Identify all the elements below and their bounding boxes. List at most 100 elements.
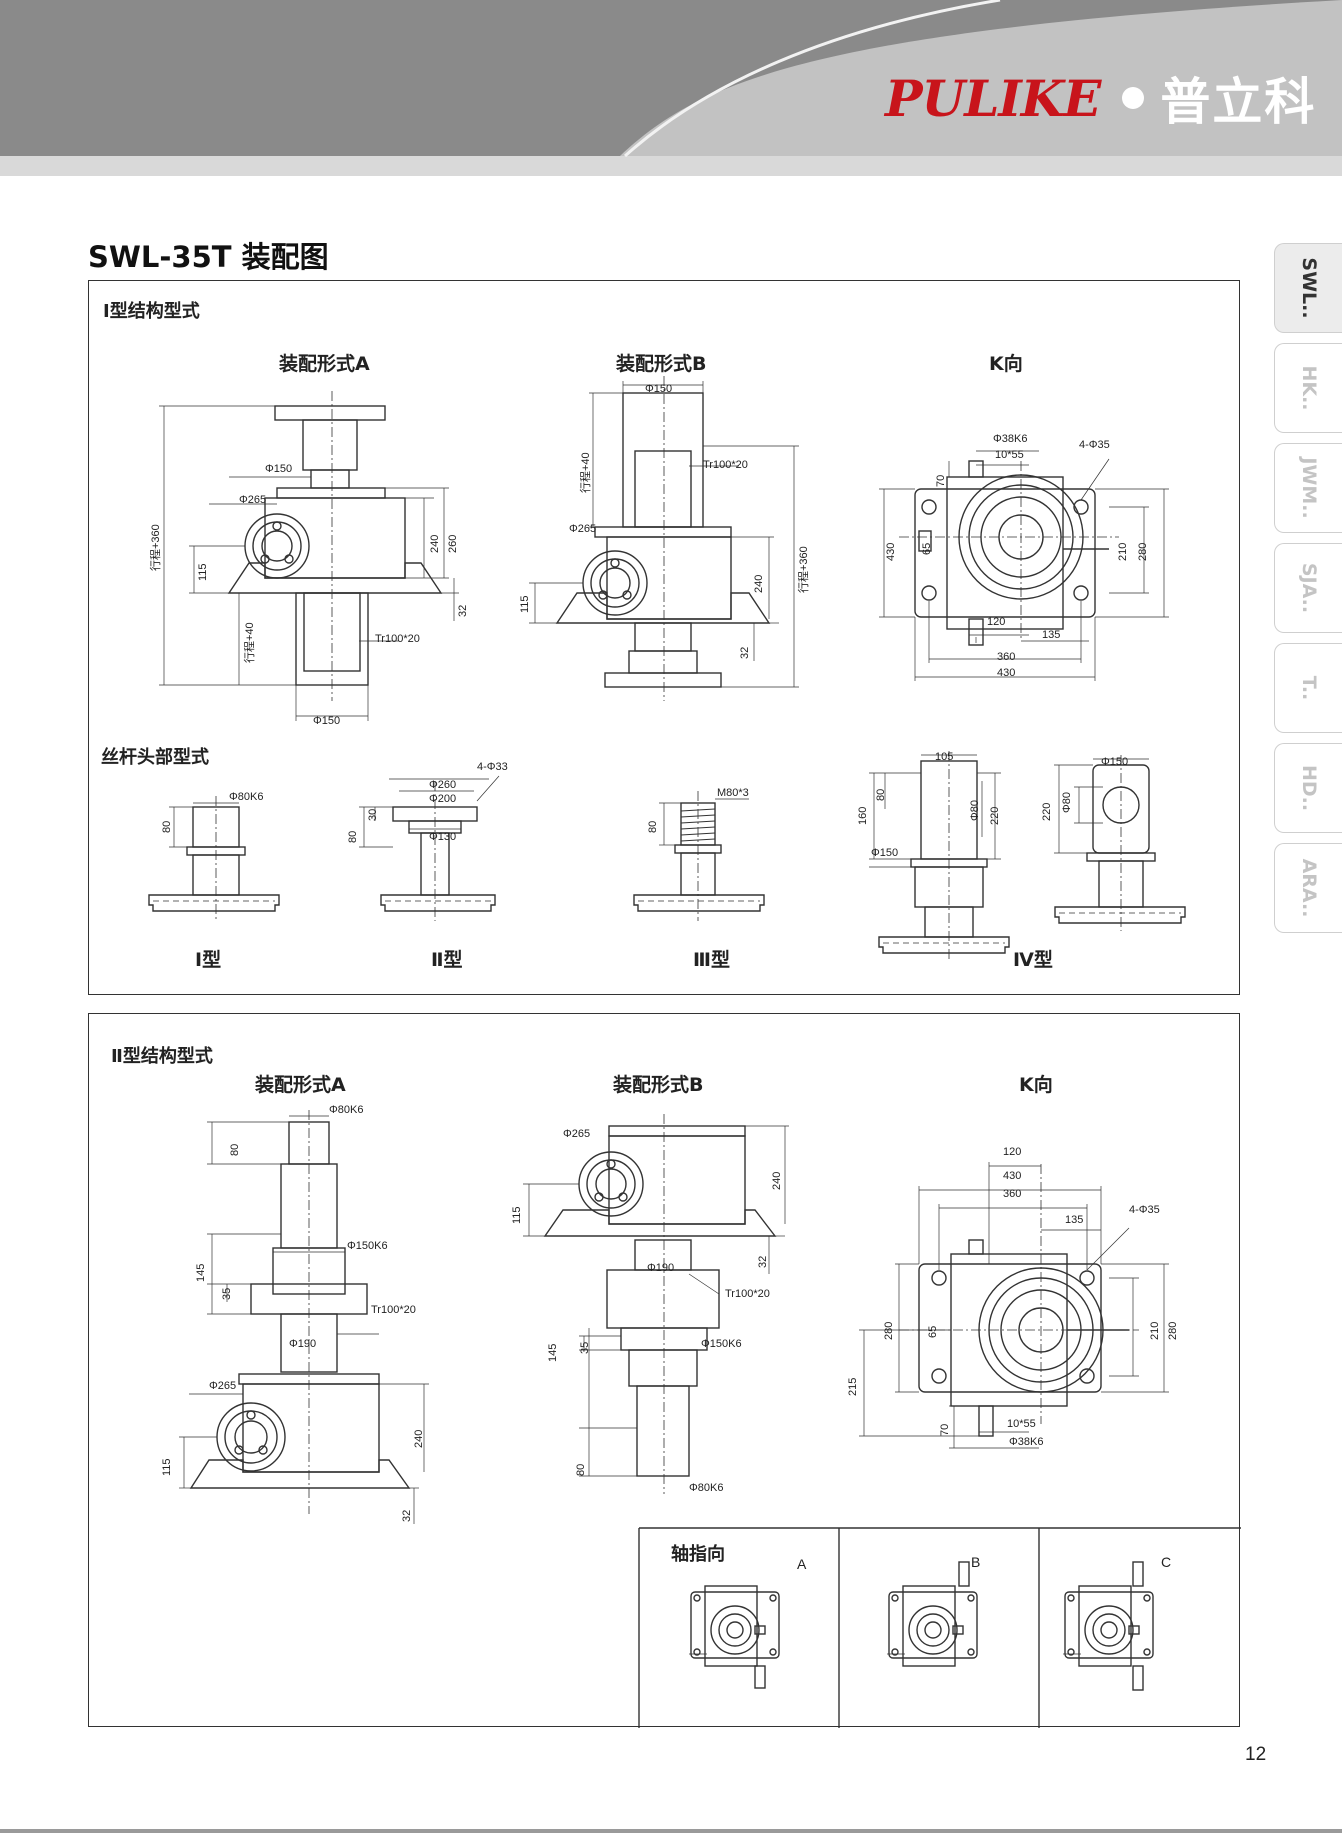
shaft-direction-title: 轴指向	[671, 1544, 725, 1565]
dim-label: 35	[221, 1287, 233, 1300]
dim-label: 65	[921, 542, 933, 555]
tab-hd[interactable]: HD..	[1274, 743, 1342, 833]
dim-label: 行程+40	[580, 452, 592, 493]
dim-label: 220	[989, 806, 1001, 825]
shaft-dir-a-label: A	[797, 1556, 807, 1572]
dim-label: 115	[197, 563, 209, 581]
dim-label: Φ190	[289, 1338, 317, 1350]
dim-label: 10*55	[995, 449, 1024, 461]
dim-label: Φ80	[1061, 791, 1073, 813]
shaft-direction-table	[638, 1527, 1241, 1728]
dim-label: Φ80K6	[689, 1482, 724, 1494]
dim-label: 215	[847, 1377, 859, 1396]
dim-label: 260	[447, 534, 459, 553]
dim-label: Φ265	[563, 1128, 591, 1140]
dim-label: 65	[927, 1325, 939, 1338]
type2-view-b-title: 装配形式B	[613, 1074, 704, 1096]
type2-view-k-title: K向	[1019, 1074, 1053, 1096]
dim-label: Φ130	[429, 831, 457, 843]
dim-label: 160	[857, 806, 869, 825]
dim-label: 32	[457, 604, 469, 617]
tab-label: SWL..	[1297, 257, 1320, 319]
tab-sja[interactable]: SJA..	[1274, 543, 1342, 633]
dim-label: 360	[997, 651, 1016, 663]
dim-label: 280	[1137, 542, 1149, 561]
dim-label: 210	[1117, 542, 1129, 561]
dim-label: 32	[757, 1255, 769, 1268]
dim-label: Φ80K6	[229, 791, 264, 803]
screw-head-type1-drawing	[148, 796, 280, 921]
dim-label: 行程+40	[244, 622, 256, 663]
tab-label: JWM..	[1297, 457, 1320, 519]
dim-label: 80	[575, 1463, 587, 1476]
dim-label: 360	[1003, 1188, 1022, 1200]
dim-label: Φ80K6	[329, 1104, 364, 1116]
dim-label: 行程+360	[150, 524, 162, 571]
shaft-dir-b-label: B	[971, 1554, 981, 1570]
screw-head-type2-drawing	[359, 775, 500, 921]
dim-label: Φ150	[1101, 756, 1129, 768]
tab-hk[interactable]: HK..	[1274, 343, 1342, 433]
type1-view-b-title: 装配形式B	[616, 353, 707, 375]
type1-drawings	[148, 376, 1186, 961]
dim-label: 220	[1041, 802, 1053, 821]
dim-label: Φ150	[645, 383, 673, 395]
section-type2-title: Ⅱ型结构型式	[111, 1046, 213, 1067]
dim-label: 120	[1003, 1146, 1022, 1158]
dim-label: 240	[413, 1429, 425, 1448]
tab-jwm[interactable]: JWM..	[1274, 443, 1342, 533]
dim-label: Φ260	[429, 779, 457, 791]
dim-label: Φ150K6	[347, 1240, 388, 1252]
type2-view-a-title: 装配形式A	[255, 1074, 346, 1096]
dim-label: 135	[1042, 629, 1061, 641]
tab-swl[interactable]: SWL..	[1274, 243, 1342, 333]
dim-label: 120	[987, 616, 1006, 628]
type2-drawings	[179, 1110, 1241, 1728]
shaft-direction-b-icon	[887, 1561, 978, 1667]
page-number: 12	[1245, 1744, 1267, 1765]
brand-name: PULIKE	[885, 68, 1101, 128]
dim-label: 80	[347, 830, 359, 843]
dim-label: 430	[1003, 1170, 1022, 1182]
tab-label: T..	[1297, 675, 1320, 701]
dim-label: Tr100*20	[703, 459, 748, 471]
dim-label: 32	[739, 646, 751, 659]
dim-label: 430	[885, 542, 897, 561]
dim-label: 70	[935, 474, 947, 487]
type1-view-a-title: 装配形式A	[279, 353, 370, 375]
dim-label: 115	[161, 1458, 173, 1476]
tab-label: SJA..	[1297, 562, 1320, 614]
type4-label: Ⅳ型	[1013, 949, 1053, 971]
dim-label: 145	[547, 1343, 559, 1362]
dim-label: Tr100*20	[371, 1304, 416, 1316]
type1-assembly-a-drawing	[159, 391, 459, 721]
dim-label: Φ190	[647, 1262, 675, 1274]
dim-label: Φ200	[429, 793, 457, 805]
dim-label: Φ265	[239, 494, 267, 506]
dim-label: 240	[753, 574, 765, 593]
section-type1-title: Ⅰ型结构型式	[103, 301, 200, 322]
header-background	[0, 0, 1342, 176]
dim-label: Φ150	[313, 715, 341, 727]
brand-chinese-name: 普立科	[1160, 73, 1317, 131]
dim-label: 80	[875, 788, 887, 801]
screw-head-type4-drawing	[869, 751, 1010, 961]
dim-label: Φ150	[265, 463, 293, 475]
dim-label: 115	[511, 1206, 523, 1224]
type3-label: Ⅲ型	[693, 949, 730, 971]
tab-t[interactable]: T..	[1274, 643, 1342, 733]
screw-head-title: 丝杆头部型式	[101, 747, 209, 768]
type1-k-view-drawing	[879, 450, 1169, 681]
dim-label: Tr100*20	[725, 1288, 770, 1300]
tab-ara[interactable]: ARA..	[1274, 843, 1342, 933]
dim-label: 10*55	[1007, 1418, 1036, 1430]
dim-label: 280	[1167, 1321, 1179, 1340]
page-title: SWL-35T 装配图	[88, 240, 329, 274]
brand-dot	[1122, 87, 1145, 109]
tab-label: HK..	[1297, 365, 1320, 411]
dim-label: 80	[161, 820, 173, 833]
dim-label: 80	[647, 820, 659, 833]
screw-head-type3-drawing	[633, 791, 765, 921]
tab-label: HD..	[1297, 764, 1320, 812]
section-type2-panel: Ⅱ型结构型式 装配形式A 装配形式B K向 轴指向 A B C Φ80K6 80…	[88, 1013, 1241, 1728]
